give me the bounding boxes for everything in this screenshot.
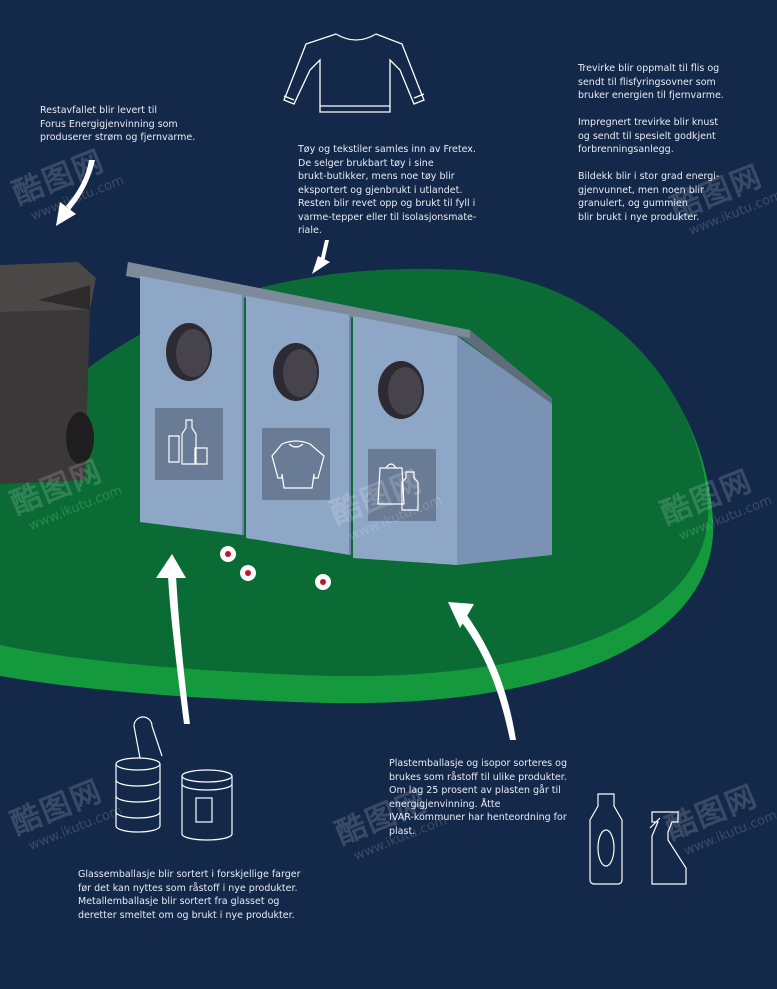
flower bbox=[240, 565, 256, 581]
caption-textile: Tøy og tekstiler samles inn av Fretex. D… bbox=[298, 144, 477, 236]
bin-wheel bbox=[66, 412, 94, 464]
plastic-pictogram bbox=[377, 463, 419, 511]
caption-plastic: Plastemballasje og isopor sorteres og br… bbox=[389, 758, 567, 837]
flowers bbox=[220, 546, 331, 590]
arrow-to-glass-container-icon bbox=[156, 554, 190, 724]
caption-wood-tires: Trevirke blir oppmalt til flis og sendt … bbox=[578, 63, 724, 223]
caption-restavfall: Restavfallet blir levert til Forus Energ… bbox=[40, 105, 196, 143]
caption-glass-metal: Glassemballasje blir sortert i forskjell… bbox=[78, 869, 301, 921]
textile-sign bbox=[262, 428, 330, 500]
glass-metal-sign bbox=[155, 408, 223, 480]
container-textile bbox=[246, 296, 351, 555]
glass-metal-pictogram bbox=[168, 419, 208, 465]
sweater-sign-icon bbox=[271, 440, 325, 489]
sweater-icon bbox=[283, 33, 425, 113]
flower bbox=[220, 546, 236, 562]
container-glass-metal bbox=[140, 276, 244, 535]
arrow-to-plastic-container-icon bbox=[448, 602, 516, 740]
bottles-icon bbox=[589, 793, 687, 885]
arrow-to-bin-icon bbox=[56, 160, 95, 226]
container-roof bbox=[126, 262, 552, 406]
flower bbox=[315, 574, 331, 590]
cans-icon bbox=[115, 716, 233, 841]
residual-waste-bin bbox=[0, 262, 96, 484]
container-side-panel bbox=[457, 336, 552, 565]
container-plastic bbox=[353, 316, 457, 565]
arrow-to-textile-icon bbox=[312, 240, 330, 274]
